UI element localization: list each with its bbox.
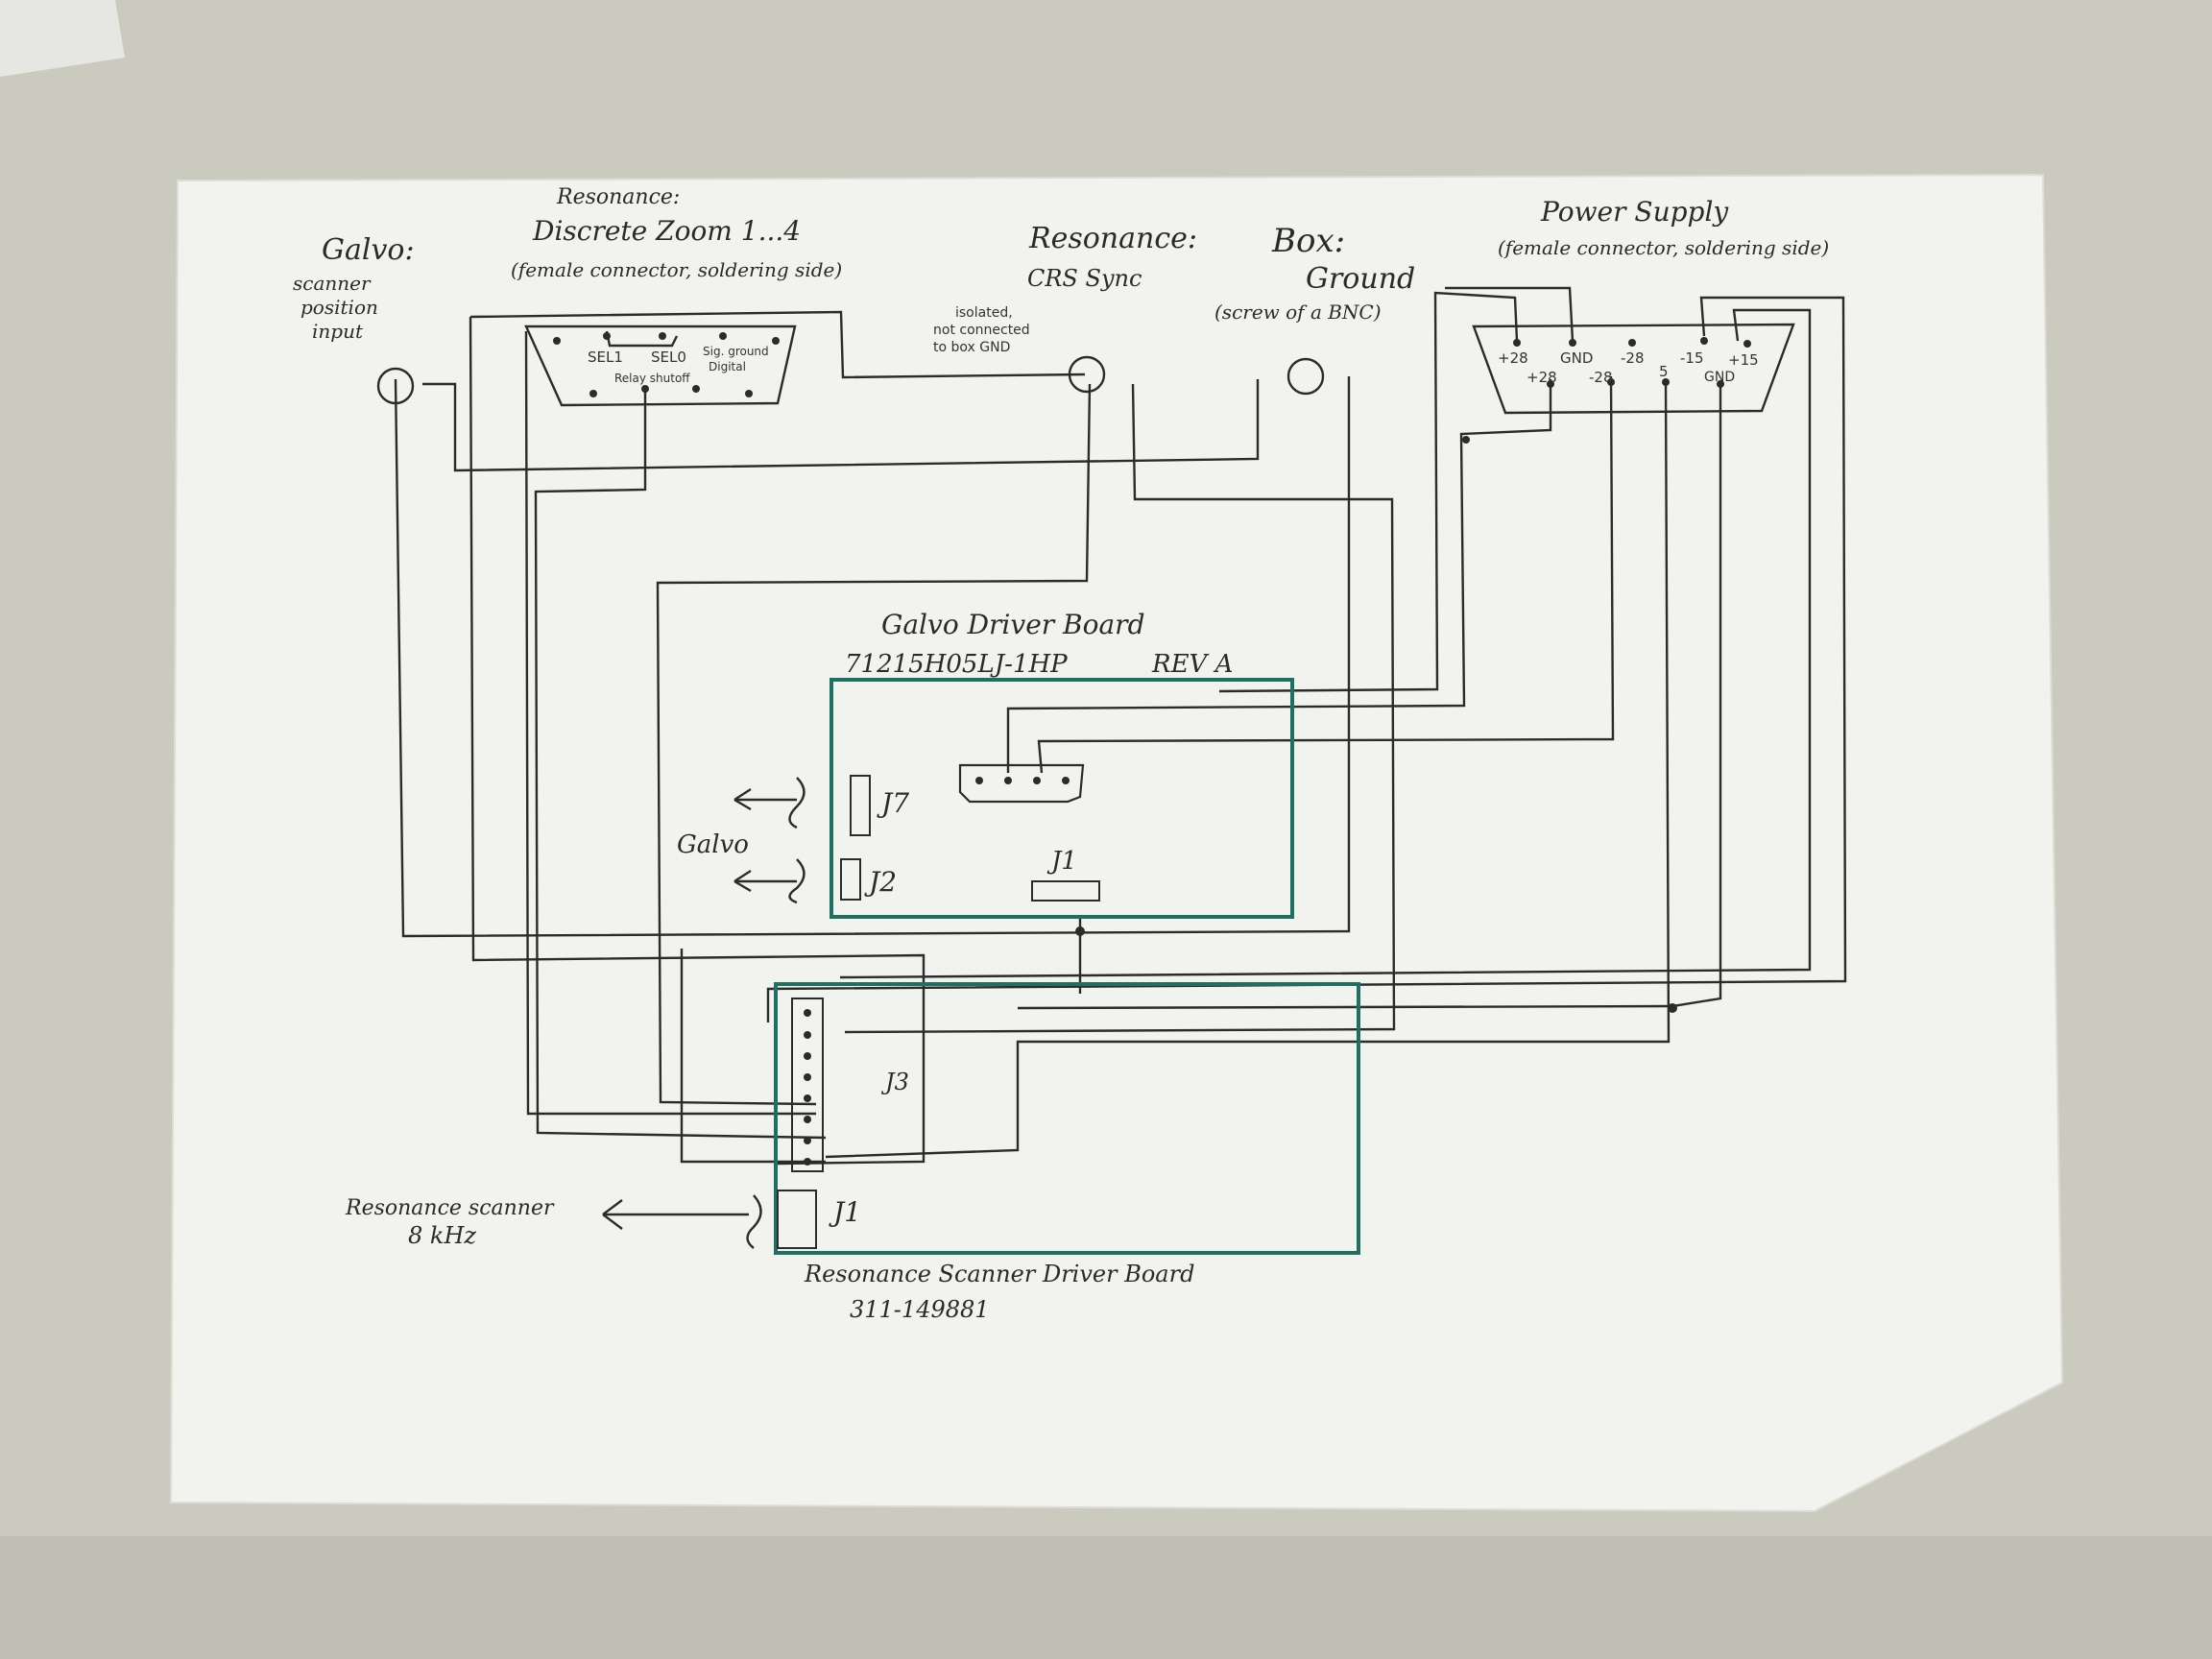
res-scanner-freq: 8 kHz <box>408 1222 476 1249</box>
res-board-model: 311-149881 <box>850 1296 990 1323</box>
ground-bnc-icon <box>1286 357 1325 396</box>
galvo-sub3: input <box>312 320 364 343</box>
resonance-zoom-main: Discrete Zoom 1...4 <box>532 215 801 247</box>
j3-label: J3 <box>880 1069 909 1095</box>
galvo-bnc-icon <box>376 367 415 405</box>
wire-sel1 <box>524 330 816 1116</box>
ps-m15: -15 <box>1680 349 1704 367</box>
power-dsub-connector <box>1472 323 1795 415</box>
cable-j1-res <box>746 1194 762 1249</box>
j3-header <box>791 998 824 1172</box>
isolated-line2: not connected <box>933 323 1030 338</box>
ps-gnd: GND <box>1560 349 1593 367</box>
isolated-line1: isolated, <box>955 305 1013 321</box>
wires <box>394 286 1847 1249</box>
wire-ps-p15 <box>839 308 1812 979</box>
power-title: Power Supply <box>1540 196 1729 228</box>
wire-bnc-ground <box>422 379 1260 472</box>
galvo-sub1: scanner <box>293 272 372 295</box>
cable-j7 <box>788 777 805 830</box>
wire-ps-gnd <box>1445 286 1575 342</box>
res-board-title: Resonance Scanner Driver Board <box>804 1261 1194 1287</box>
galvo-side-label: Galvo <box>677 830 749 859</box>
sel0-label: SEL0 <box>651 349 686 366</box>
cable-j2 <box>788 858 805 904</box>
j2-label: J2 <box>864 866 897 898</box>
galvo-driver-board <box>830 678 1294 919</box>
arrow-res-head <box>602 1199 623 1230</box>
box-note: (screw of a BNC) <box>1214 301 1382 324</box>
galvo-power-header <box>958 763 1085 804</box>
ps-p28a: +28 <box>1498 349 1528 367</box>
box-title: Box: <box>1271 222 1345 260</box>
paper-sheet <box>169 173 2064 1513</box>
desk-edge <box>0 1536 2212 1659</box>
labels: Galvo: scanner position input Resonance:… <box>293 185 1829 1323</box>
galvo-board-title: Galvo Driver Board <box>881 609 1145 640</box>
resonance-crs-title: Resonance: <box>1028 222 1197 255</box>
galvo-board-model: 71215H05LJ-1HP <box>845 650 1068 679</box>
j2-header <box>840 858 861 901</box>
arrow-j2-head <box>733 869 752 893</box>
ps-m28a: -28 <box>1621 349 1645 367</box>
crs-bnc-icon <box>1068 355 1106 394</box>
pin-labels: SEL1 SEL0 Sig. ground Digital Relay shut… <box>588 305 1759 386</box>
digital-label: Digital <box>709 360 746 373</box>
wire-ps-m28 <box>1037 375 1615 774</box>
galvo-board-rev: REV A <box>1151 650 1233 679</box>
paper-clip-object <box>0 0 125 77</box>
galvo-sub2: position <box>301 296 378 319</box>
isolated-line3: to box GND <box>933 340 1010 355</box>
j1-res-header <box>777 1190 817 1249</box>
box-ground: Ground <box>1306 262 1415 296</box>
crs-sync-label: CRS Sync <box>1027 265 1142 292</box>
relay-shutoff-label: Relay shutoff <box>614 372 690 385</box>
wire-ps-p28 <box>1218 291 1519 693</box>
j7-label: J7 <box>877 787 909 819</box>
ps-gnd2: GND <box>1704 370 1735 385</box>
wire-zoom-top <box>469 310 1086 379</box>
res-scanner-label: Resonance scanner <box>345 1196 555 1220</box>
j1-res-label: J1 <box>829 1196 861 1228</box>
zoom-dsub-connector <box>524 325 797 407</box>
ps-5: 5 <box>1659 363 1669 380</box>
wire-ps-5 <box>825 378 1671 1159</box>
j7-header <box>850 775 871 836</box>
ps-p28b: +28 <box>1527 369 1557 386</box>
pin-dots <box>553 332 1751 1013</box>
wire-crs-sync <box>656 383 1092 1106</box>
wire-ground-j3 <box>844 383 1396 1034</box>
ps-p15: +15 <box>1728 351 1759 369</box>
wire-ps-p28b <box>1006 379 1552 773</box>
resonance-zoom-note: (female connector, soldering side) <box>511 258 842 281</box>
j1-galvo-label: J1 <box>1046 847 1077 876</box>
wire-galvo-bnc <box>394 376 1351 938</box>
wire-ps-m15 <box>766 296 1847 1022</box>
sel1-label: SEL1 <box>588 349 623 366</box>
wire-ps-gnd2 <box>1017 384 1722 1010</box>
galvo-title: Galvo: <box>322 233 415 267</box>
ps-m28b: -28 <box>1589 369 1613 386</box>
wire-zoom-left <box>469 316 926 1166</box>
power-note: (female connector, soldering side) <box>1498 236 1829 259</box>
arrow-j7-head <box>733 787 752 811</box>
resonance-driver-board <box>774 982 1360 1255</box>
wire-relay <box>534 389 827 1140</box>
j1-galvo-header <box>1031 880 1100 902</box>
sig-ground-label: Sig. ground <box>703 345 769 358</box>
resonance-zoom-title: Resonance: <box>556 185 680 209</box>
